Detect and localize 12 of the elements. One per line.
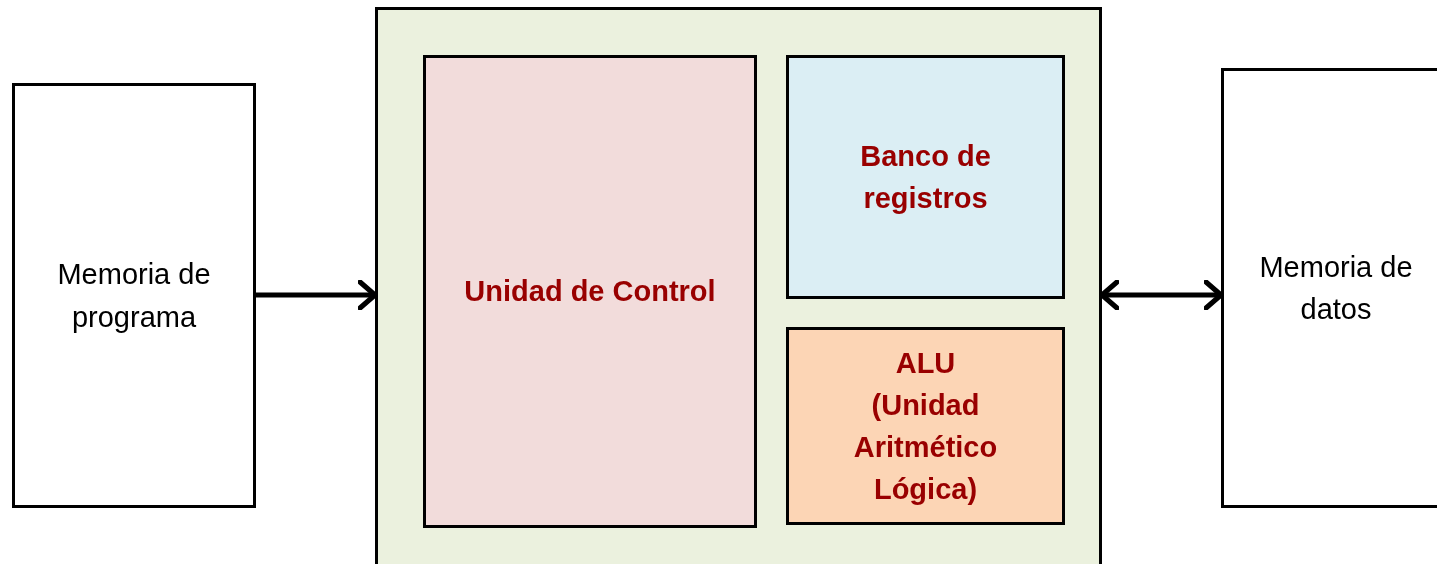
unit-box — [786, 327, 1065, 525]
unit-label: (Unidad Aritmético Lógica) — [852, 387, 999, 508]
memory-label: Memoria de programa — [56, 257, 212, 335]
unit-label: Unidad de Control — [464, 274, 716, 310]
memory-box — [1221, 68, 1437, 508]
processor-box — [375, 7, 1102, 564]
unit-label: Banco de registros — [859, 138, 992, 216]
unit-box — [786, 55, 1065, 299]
memory-box — [12, 83, 256, 508]
unit-label: ALU — [895, 345, 956, 381]
memory-label: Memoria de datos — [1258, 249, 1414, 327]
unit-box — [423, 55, 757, 528]
